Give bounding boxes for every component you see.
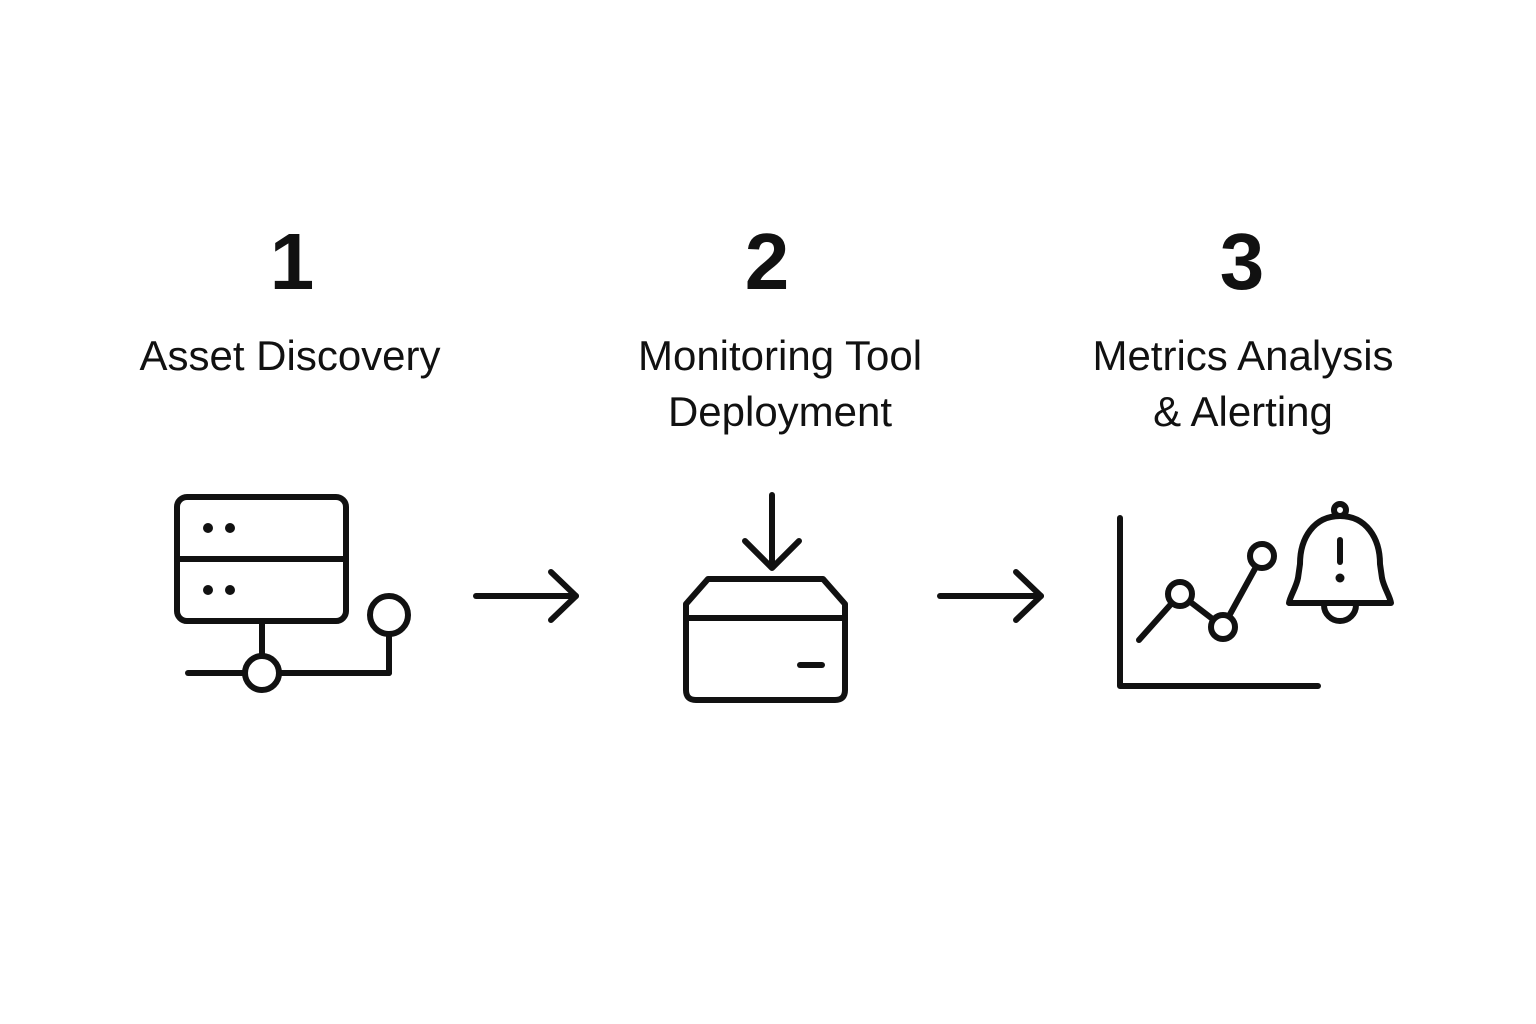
chart-alert-icon — [1117, 501, 1394, 689]
step-label: Monitoring Tool Deployment — [637, 332, 923, 435]
step-label: Metrics Analysis & Alerting — [1092, 332, 1394, 435]
step-number: 1 — [269, 217, 315, 306]
step-label: Asset Discovery — [139, 332, 441, 379]
arrow-right-icon — [473, 569, 579, 623]
server-network-icon — [174, 494, 411, 693]
bell-alert-icon — [1286, 501, 1394, 624]
download-box-icon — [683, 492, 848, 703]
arrow-right-icon — [937, 569, 1044, 623]
step-number: 3 — [1219, 217, 1265, 306]
step-number: 2 — [744, 217, 790, 306]
